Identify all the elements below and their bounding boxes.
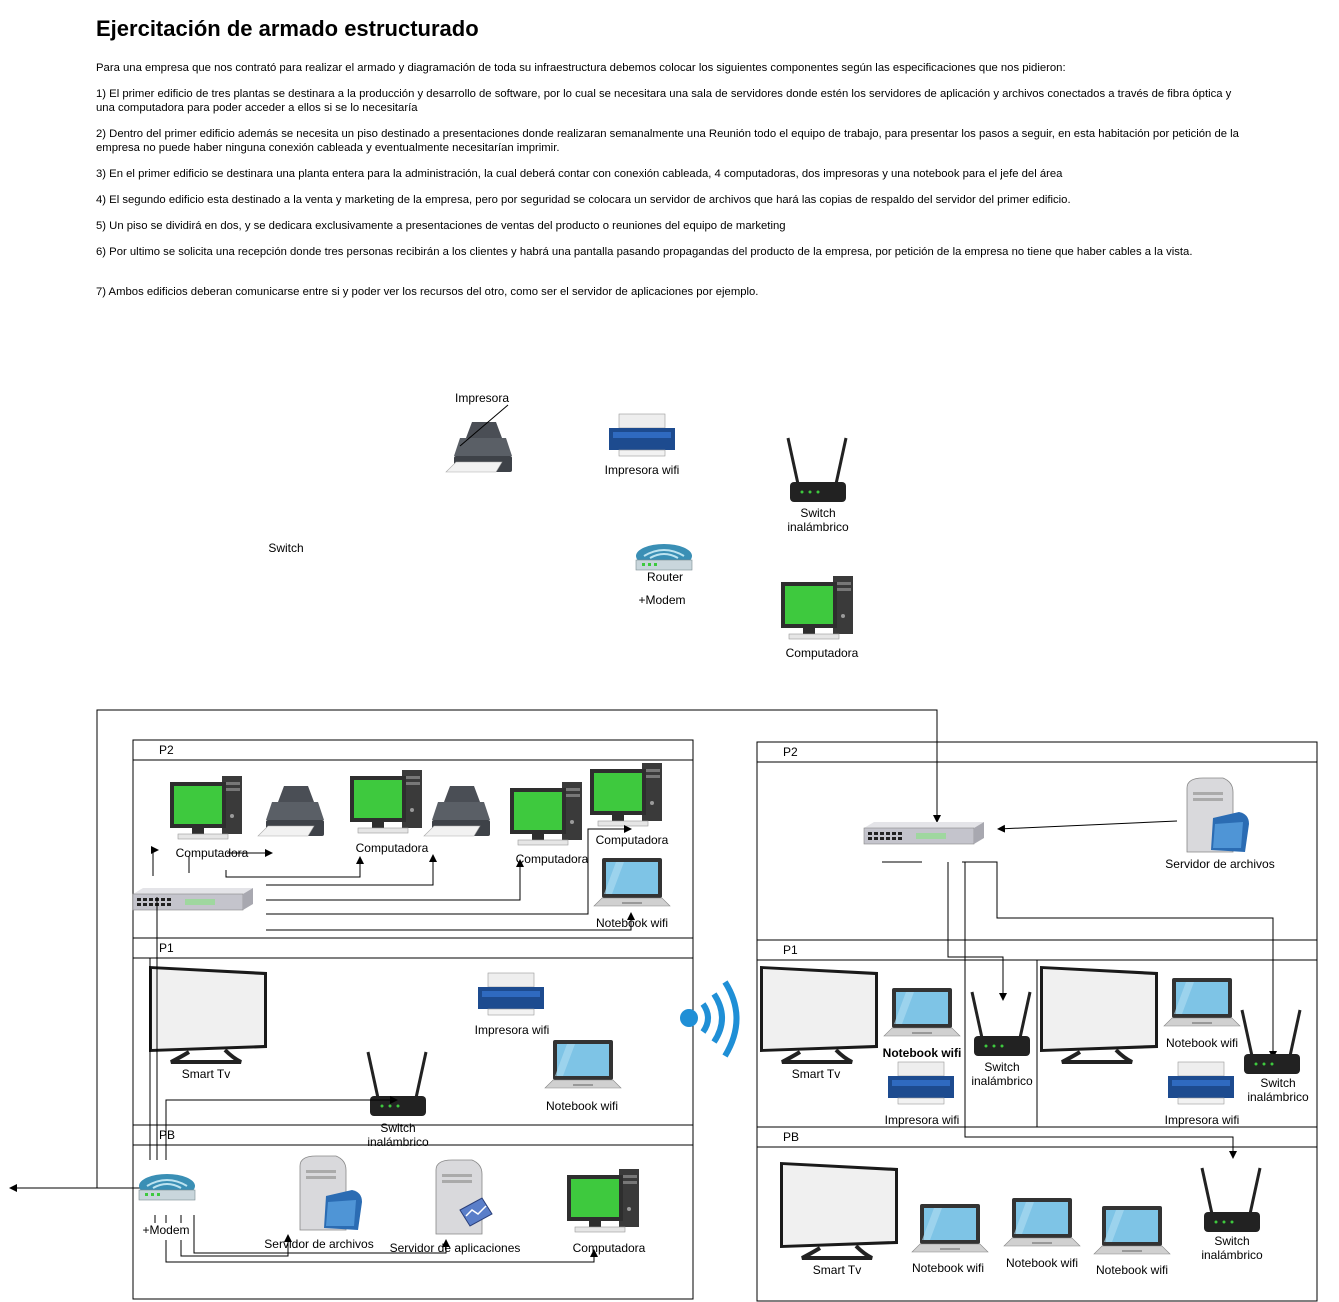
legend-computer-label: Computadora: [785, 646, 859, 660]
b2-p1-wifi-printer-left: [887, 1061, 955, 1105]
b1-p2-notebook: [593, 857, 671, 907]
printer-pointer-line: [459, 404, 509, 447]
b2-pb-notebook-3-label: Notebook wifi: [1095, 1263, 1169, 1277]
b2-p2-file-server-label: Servidor de archivos: [1165, 857, 1275, 871]
b1-pb-computer: [566, 1168, 640, 1233]
b1-p1-tv-label: Smart Tv: [181, 1067, 231, 1081]
b2-p1-notebook-right-label: Notebook wifi: [1165, 1036, 1239, 1050]
b1-p1-switch-label: Switch inalámbrico: [367, 1121, 429, 1149]
item-3: 3) En el primer edificio se destinara un…: [96, 168, 1063, 180]
b2-p1-printer-left-label: Impresora wifi: [884, 1113, 960, 1127]
b2-server-cable: [997, 820, 1178, 833]
b1-pb-file-server-label: Servidor de archivos: [264, 1237, 374, 1251]
b1-floor-p1: P1: [159, 941, 174, 955]
b1-p2-computer-1: [169, 775, 243, 840]
b1-pb-modem-label: +Modem: [142, 1223, 190, 1237]
item-1: 1) El primer edificio de tres plantas se…: [96, 88, 1232, 114]
b1-pb-file-server: [299, 1155, 363, 1231]
b2-p1-wireless-switch-center: [970, 990, 1032, 1058]
b1-pb-computer-label: Computadora: [572, 1241, 646, 1255]
b1-p2-printer-1: [257, 785, 325, 837]
b1-p1-wireless-switch: [366, 1050, 428, 1118]
b2-pb-notebook-1-label: Notebook wifi: [911, 1261, 985, 1275]
legend-printer-label: Impresora: [454, 391, 510, 405]
b1-p1-notebook: [544, 1039, 622, 1089]
wifi-signal-icon: [680, 980, 740, 1058]
b1-p2-computer-2-label: Computadora: [355, 841, 429, 855]
b2-p1-switch-right-label: Switch inalámbrico: [1247, 1076, 1309, 1104]
b1-p2-computer-3: [509, 781, 583, 846]
b1-p1-smart-tv: [147, 964, 269, 1064]
b2-pb-notebook-2-label: Notebook wifi: [1005, 1256, 1079, 1270]
b2-pb-notebook-1: [911, 1203, 989, 1253]
b1-p2-notebook-label: Notebook wifi: [595, 916, 669, 930]
b1-pb-app-server: [435, 1159, 493, 1235]
item-4: 4) El segundo edificio esta destinado a …: [96, 194, 1071, 206]
b1-p2-computer-4: [589, 762, 663, 827]
item-5: 5) Un piso se dividirá en dos, y se dedi…: [96, 220, 786, 232]
b2-pb-wireless-switch: [1200, 1166, 1262, 1234]
b1-p2-computer-2: [349, 769, 423, 834]
item-7: 7) Ambos edificios deberan comunicarse e…: [96, 286, 759, 298]
legend-wireless-switch-label: Switch inalámbrico: [787, 506, 849, 534]
b2-p2-file-server: [1186, 777, 1250, 853]
b2-switch-cables: [882, 861, 1277, 1159]
b2-pb-smart-tv: [778, 1160, 900, 1260]
b1-p2-printer-2: [423, 785, 491, 837]
b2-p1-notebook-left-label: Notebook wifi: [882, 1046, 962, 1060]
b2-p1-wireless-switch-right: [1240, 1008, 1302, 1076]
wifi-printer-icon: [608, 413, 676, 457]
b1-p2-cables: [151, 825, 635, 931]
b1-p2-switch: [132, 887, 254, 911]
b2-p1-notebook-right: [1163, 977, 1241, 1027]
computer-icon: [780, 575, 854, 640]
b2-pb-notebook-2: [1003, 1197, 1081, 1247]
b1-floor-p2: P2: [159, 743, 174, 757]
router-icon: [635, 543, 693, 571]
b2-p1-smart-tv-left: [758, 964, 880, 1064]
b2-p1-smart-tv-right: [1038, 964, 1160, 1064]
b2-pb-tv-label: Smart Tv: [812, 1263, 862, 1277]
b2-pb-switch-label: Switch inalámbrico: [1201, 1234, 1263, 1262]
legend-switch-label: Switch: [268, 541, 304, 555]
b1-pb-cables: [149, 897, 598, 1263]
b1-p2-computer-4-label: Computadora: [595, 833, 669, 847]
b2-p1-switch-center-label: Switch inalámbrico: [971, 1060, 1033, 1088]
legend-router-label: Router: [646, 570, 684, 584]
b1-p1-wifi-printer: [477, 972, 545, 1016]
b2-p1-tv-left-label: Smart Tv: [791, 1067, 841, 1081]
b2-floor-p1: P1: [783, 943, 798, 957]
b1-floor-pb: PB: [159, 1128, 176, 1142]
intro-text: Para una empresa que nos contrató para r…: [96, 62, 1066, 74]
b2-floor-p2: P2: [783, 745, 798, 759]
b1-pb-modem: [138, 1173, 196, 1201]
b1-p2-computer-3-label: Computadora: [515, 852, 589, 866]
b1-p2-computer-1-label: Computadora: [175, 846, 249, 860]
legend-modem-label: +Modem: [638, 593, 686, 607]
item-2: 2) Dentro del primer edificio además se …: [96, 128, 1239, 154]
b1-p1-printer-label: Impresora wifi: [474, 1023, 550, 1037]
item-6: 6) Por ultimo se solicita una recepción …: [96, 246, 1193, 258]
b2-floor-pb: PB: [783, 1130, 800, 1144]
page-title: Ejercitación de armado estructurado: [96, 16, 479, 41]
b2-p2-switch: [863, 821, 985, 845]
building-2-frame: [756, 741, 1318, 1302]
wireless-switch-icon: [786, 436, 848, 504]
b1-p1-notebook-label: Notebook wifi: [545, 1099, 619, 1113]
b2-p1-notebook-left: [883, 987, 961, 1037]
legend-wifi-printer-label: Impresora wifi: [604, 463, 680, 477]
b1-pb-app-server-label: Servidor de aplicaciones: [389, 1241, 521, 1255]
b2-pb-notebook-3: [1093, 1205, 1171, 1255]
b2-p1-wifi-printer-right: [1167, 1061, 1235, 1105]
b2-p1-printer-right-label: Impresora wifi: [1164, 1113, 1240, 1127]
